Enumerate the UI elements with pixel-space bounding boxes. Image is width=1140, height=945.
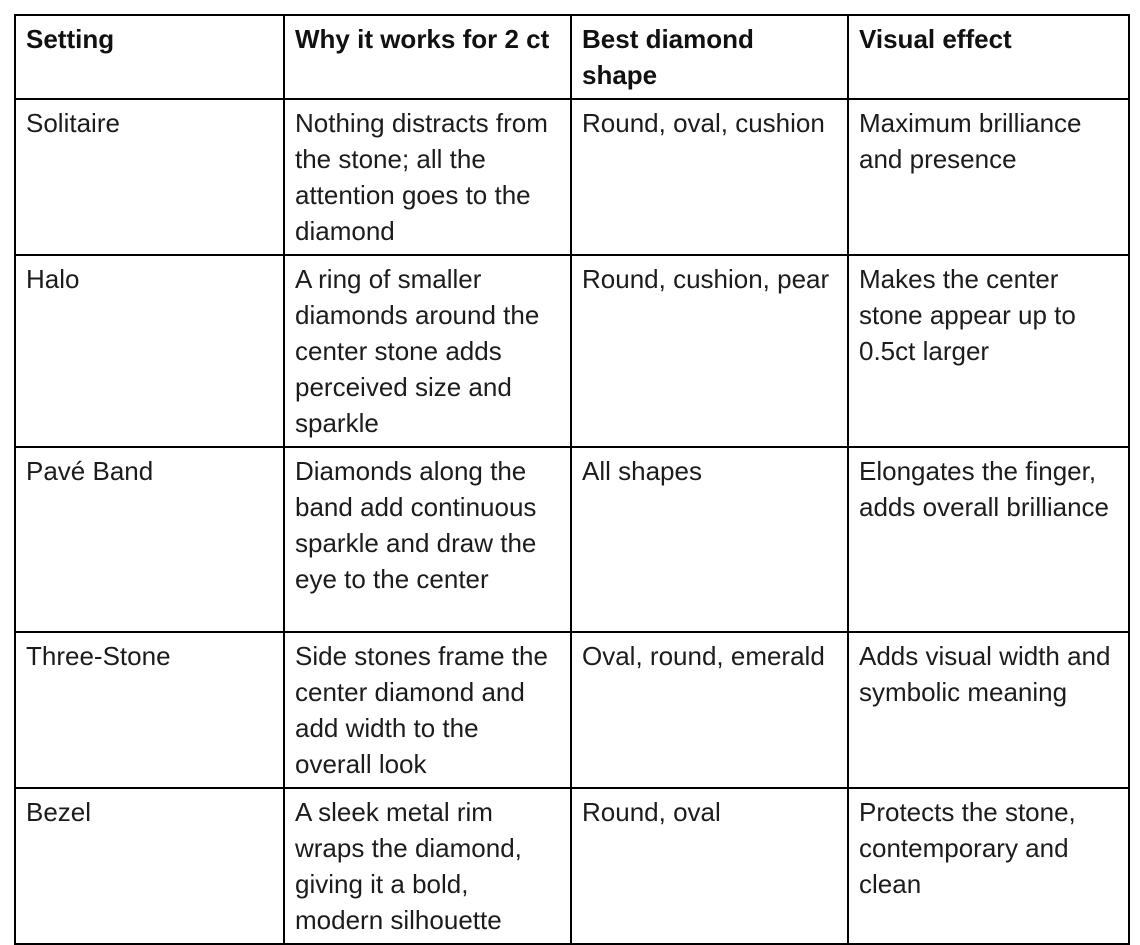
table-cell-setting: Solitaire	[14, 98, 285, 256]
table-cell-effect: Maximum brilliance and presence	[847, 98, 1130, 256]
column-header-best-diamond-shape: Best diamond shape	[570, 14, 849, 100]
table-cell-setting: Three-Stone	[14, 631, 285, 789]
table-cell-effect: Makes the center stone appear up to 0.5c…	[847, 254, 1130, 448]
table-header: Setting Why it works for 2 ct Best diamo…	[14, 14, 1130, 100]
table-cell-effect: Protects the stone, contemporary and cle…	[847, 787, 1130, 945]
table-cell-shape: Oval, round, emerald	[570, 631, 849, 789]
table-cell-setting: Halo	[14, 254, 285, 448]
table-cell-why: A ring of smaller diamonds around the ce…	[283, 254, 572, 448]
table-cell-why: A sleek metal rim wraps the diamond, giv…	[283, 787, 572, 945]
diamond-settings-table: Setting Why it works for 2 ct Best diamo…	[14, 14, 1130, 945]
column-header-why-it-works: Why it works for 2 ct	[283, 14, 572, 100]
table-cell-shape: Round, oval, cushion	[570, 98, 849, 256]
table-cell-effect: Elongates the finger, adds overall brill…	[847, 446, 1130, 633]
table-cell-why: Nothing distracts from the stone; all th…	[283, 98, 572, 256]
table-cell-setting: Pavé Band	[14, 446, 285, 633]
table-cell-effect: Adds visual width and symbolic meaning	[847, 631, 1130, 789]
header-row: Setting Why it works for 2 ct Best diamo…	[14, 14, 1130, 100]
table-cell-setting: Bezel	[14, 787, 285, 945]
column-header-visual-effect: Visual effect	[847, 14, 1130, 100]
table-cell-shape: Round, oval	[570, 787, 849, 945]
table-cell-why: Diamonds along the band add continuous s…	[283, 446, 572, 633]
table-cell-shape: All shapes	[570, 446, 849, 633]
table-cell-why: Side stones frame the center diamond and…	[283, 631, 572, 789]
page: Setting Why it works for 2 ct Best diamo…	[14, 14, 1130, 945]
column-header-setting: Setting	[14, 14, 285, 100]
table-cell-shape: Round, cushion, pear	[570, 254, 849, 448]
